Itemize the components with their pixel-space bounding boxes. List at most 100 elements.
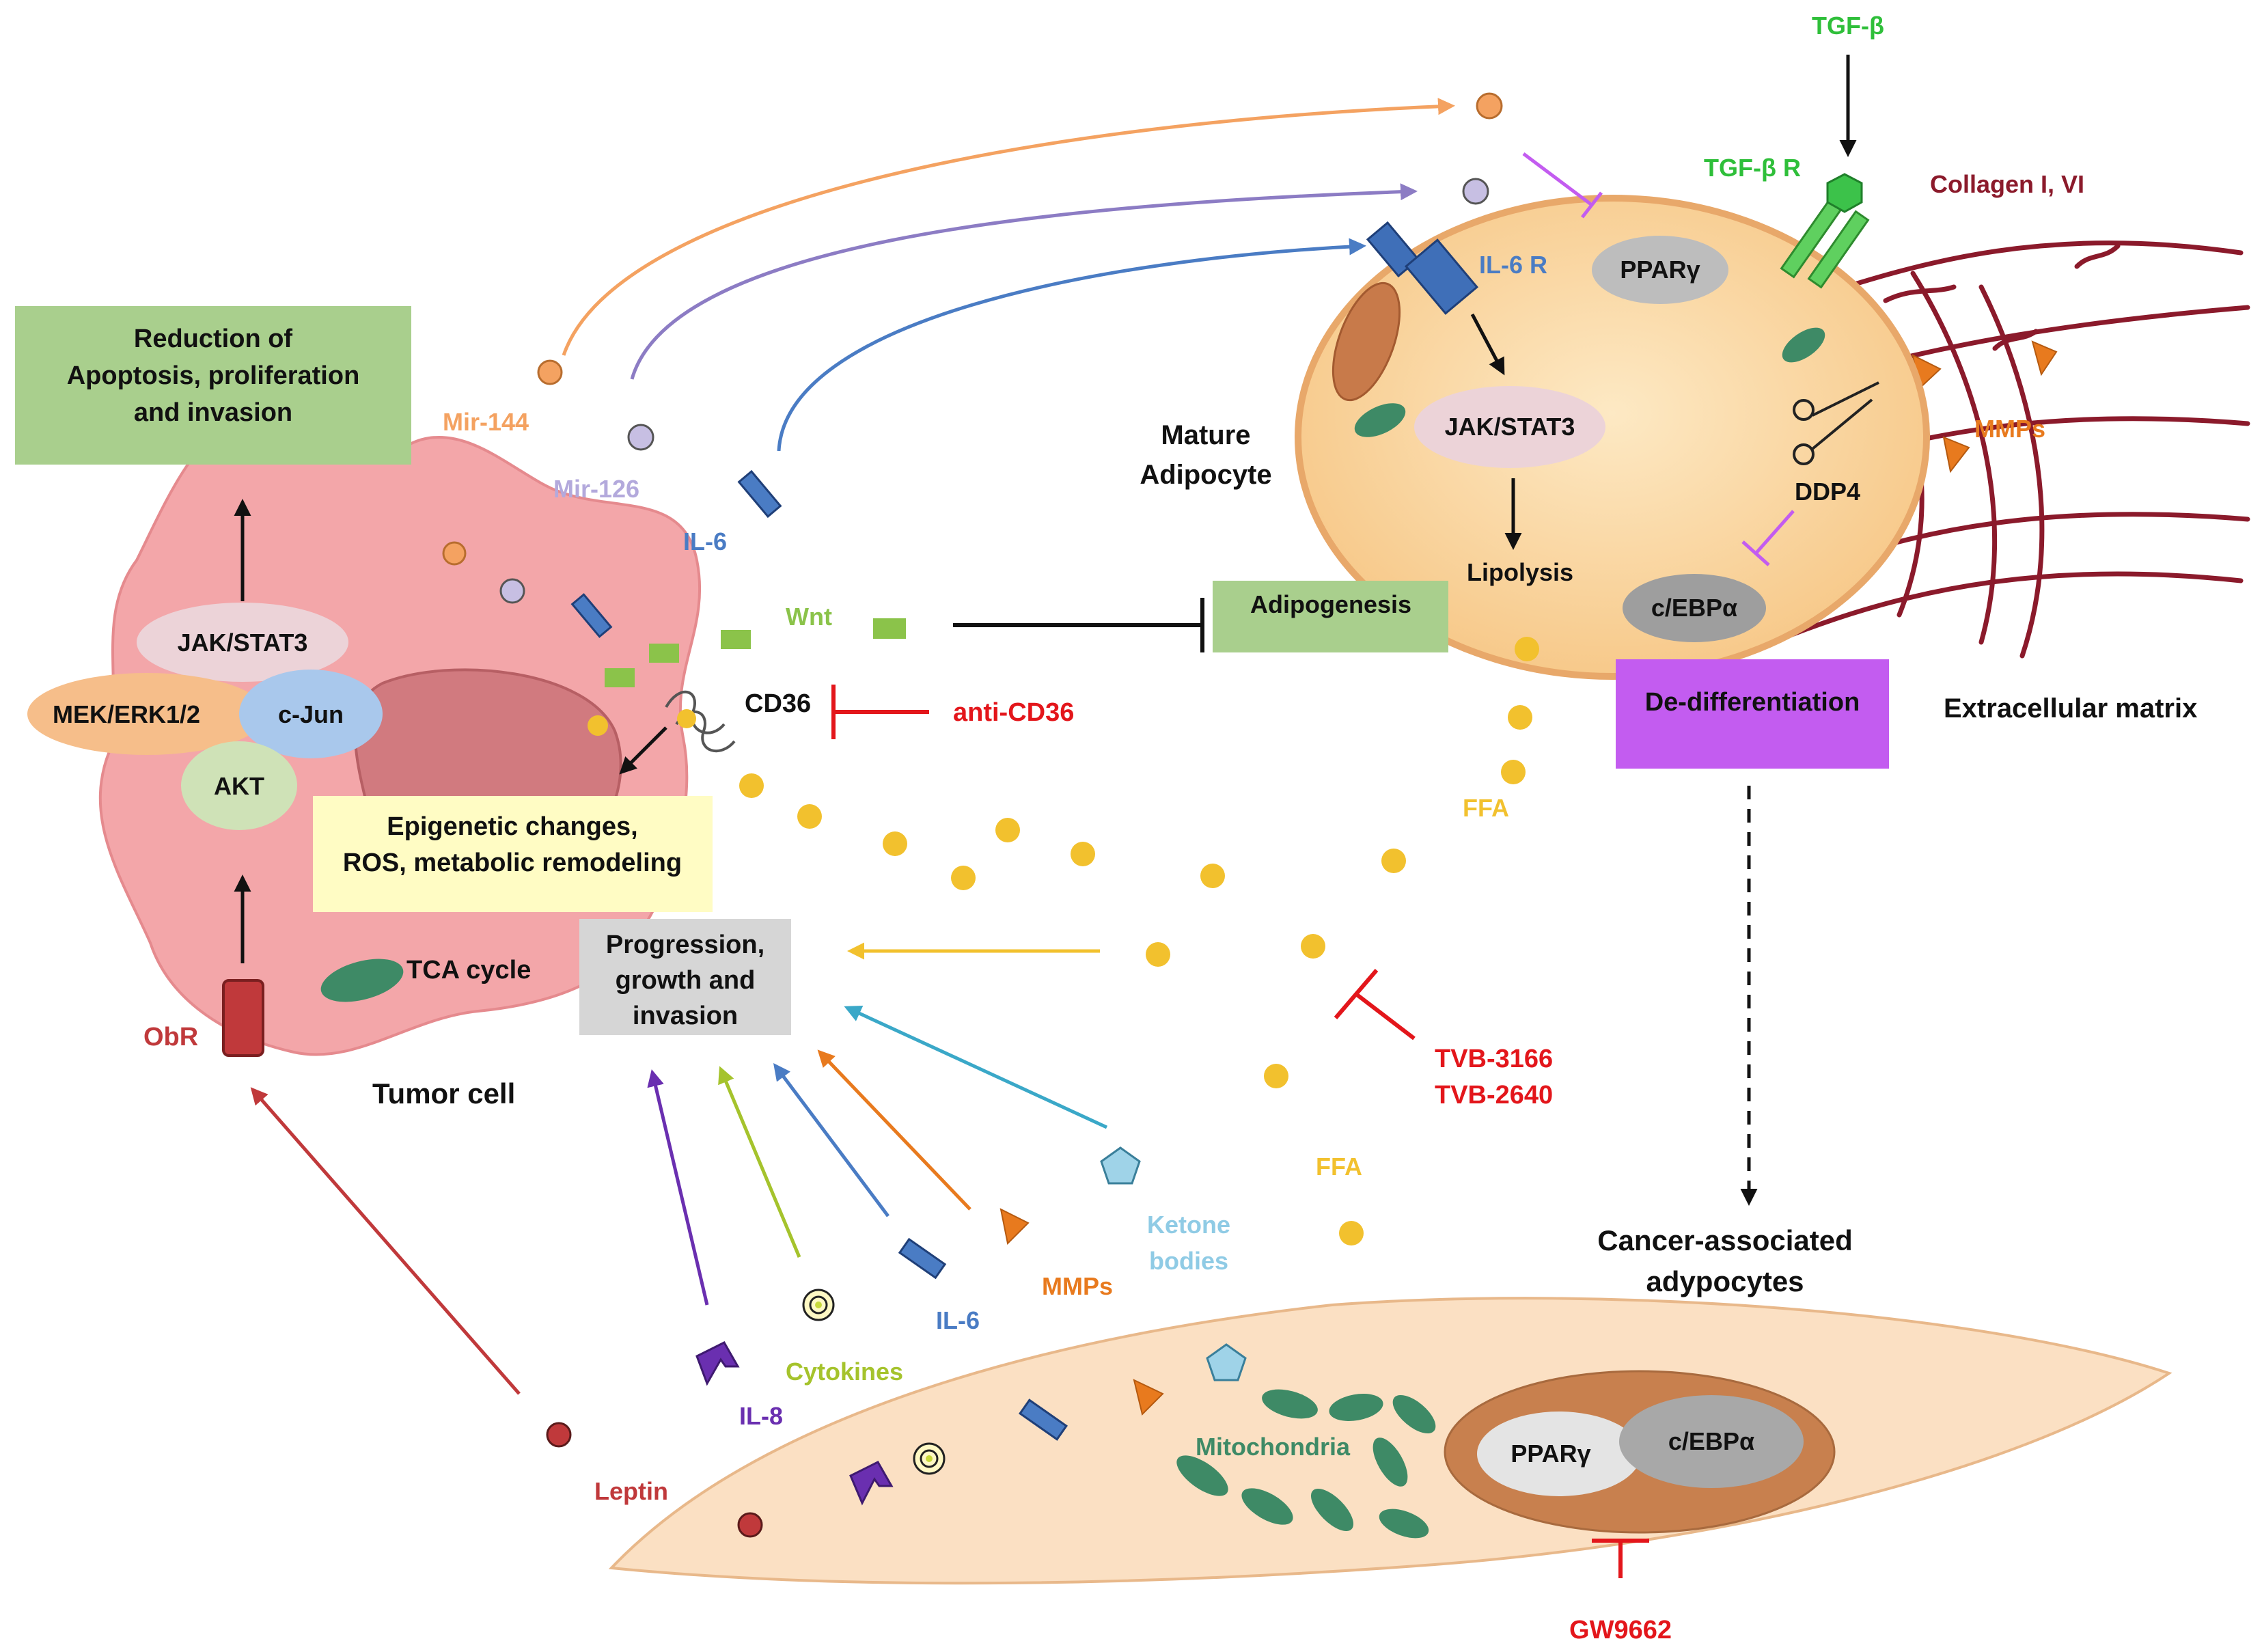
tumor-mitochondrion bbox=[320, 959, 404, 1002]
il6-to-progression-arrow bbox=[773, 1063, 889, 1217]
adipocyte-cebp-bubble bbox=[1623, 574, 1766, 642]
mir144-curve-arrow bbox=[562, 98, 1455, 356]
progression-box bbox=[579, 919, 791, 1035]
caa-ffa-label: FFA bbox=[1316, 1153, 1362, 1181]
caa-mitochondria-label: Mitochondria bbox=[1196, 1433, 1351, 1461]
tumor-mek-bubble bbox=[27, 673, 266, 755]
dedifferentiation-label: De-differentiation bbox=[1645, 688, 1860, 717]
secreted-il6-particle bbox=[737, 469, 782, 519]
il8-chevron-icon bbox=[695, 1341, 740, 1386]
tumor-il6-particle bbox=[570, 593, 613, 638]
ffa-particles bbox=[739, 637, 1539, 1355]
tumor-mir144-particle bbox=[442, 541, 467, 566]
tumor-wnt-particle-3 bbox=[721, 630, 751, 649]
secreted-mir126-particle bbox=[627, 424, 654, 451]
tvb-label-1: TVB-3166 bbox=[1435, 1045, 1553, 1073]
il6r-to-jak-arrow bbox=[1470, 313, 1505, 376]
gw9662-label: GW9662 bbox=[1569, 1616, 1672, 1644]
caa-inner-mmp bbox=[1133, 1379, 1164, 1416]
cytokines-ring-icon bbox=[802, 1289, 835, 1321]
epigenetic-box bbox=[313, 796, 713, 912]
adipocyte-mitochondrion-2 bbox=[1782, 327, 1825, 363]
ketone-pentagon-icon bbox=[1100, 1146, 1141, 1185]
il6-curve-arrow bbox=[777, 238, 1366, 452]
adipocyte-ppar-label: PPARγ bbox=[1620, 256, 1700, 284]
caa-ppar-label: PPARγ bbox=[1511, 1440, 1590, 1468]
tvb-inhibit bbox=[1334, 969, 1416, 1041]
dedifferentiation-box bbox=[1616, 659, 1889, 769]
leptin-label: Leptin bbox=[594, 1477, 668, 1505]
caa-mitochondria bbox=[1176, 1389, 1436, 1539]
tumor-mek-label: MEK/ERK1/2 bbox=[53, 700, 200, 728]
adipocyte-lipolysis-label: Lipolysis bbox=[1467, 558, 1573, 586]
tumor-akt-bubble bbox=[181, 741, 297, 830]
obr-receptor-icon bbox=[222, 979, 264, 1057]
reduction-line3: and invasion bbox=[134, 398, 292, 427]
adipocyte-mitochondrion-1 bbox=[1354, 403, 1406, 437]
mature-adipocyte-cell bbox=[1295, 195, 1930, 680]
secreted-mir144-particle bbox=[537, 359, 563, 385]
gw9662-inhibit bbox=[1592, 1539, 1649, 1578]
caa-cell-body bbox=[608, 1297, 2173, 1585]
caa-il6-icon bbox=[898, 1237, 947, 1280]
ketone-label-1: Ketone bbox=[1147, 1211, 1230, 1239]
tvb-label-2: TVB-2640 bbox=[1435, 1081, 1553, 1110]
leptin-to-obr-arrow bbox=[250, 1087, 521, 1395]
secreted-wnt-particle bbox=[873, 618, 906, 639]
tumor-title: Tumor cell bbox=[372, 1077, 515, 1110]
reduction-line1: Reduction of bbox=[134, 325, 293, 353]
adipocyte-ppar-bubble bbox=[1592, 236, 1728, 304]
caa-mmps-label: MMPs bbox=[1042, 1272, 1113, 1300]
leptin-particle bbox=[546, 1422, 572, 1448]
ecm-title: Extracellular matrix bbox=[1944, 693, 2197, 724]
epigenetic-line2: ROS, metabolic remodeling bbox=[343, 849, 682, 877]
cd36-bound-ffa bbox=[677, 709, 696, 728]
caa-inner-cytokine bbox=[913, 1442, 946, 1475]
progression-line3: invasion bbox=[633, 1002, 738, 1030]
ddp4-inhibit-cebp bbox=[1741, 510, 1795, 566]
ketone-label-2: bodies bbox=[1149, 1247, 1228, 1275]
mir126-label: Mir-126 bbox=[553, 475, 639, 503]
caa-cebp-bubble bbox=[1619, 1395, 1804, 1488]
tumor-tca-label: TCA cycle bbox=[406, 956, 531, 985]
tumor-jak-bubble bbox=[137, 603, 348, 682]
il6r-label: IL-6 R bbox=[1479, 251, 1547, 279]
cytokines-label: Cytokines bbox=[786, 1358, 903, 1386]
reduction-line2: Apoptosis, proliferation bbox=[67, 361, 360, 390]
cd36-label: CD36 bbox=[745, 689, 811, 718]
adipocyte-ffa-label: FFA bbox=[1463, 794, 1509, 822]
arrived-mir126-particle bbox=[1462, 178, 1489, 205]
wnt-label: Wnt bbox=[786, 603, 832, 631]
tgfbr-label: TGF-β R bbox=[1704, 154, 1801, 182]
adipocyte-jak-bubble bbox=[1414, 386, 1605, 468]
anti-cd36-inhibit bbox=[831, 685, 929, 739]
mir126-curve-arrow bbox=[630, 183, 1418, 380]
adipocyte-cebp-label: c/EBPα bbox=[1651, 594, 1737, 622]
tgfb-receptor-icon bbox=[1780, 173, 1870, 289]
adipocyte-title-line1: Mature bbox=[1161, 420, 1250, 450]
epigenetic-line1: Epigenetic changes, bbox=[387, 812, 637, 841]
ddp4-label: DDP4 bbox=[1795, 478, 1860, 506]
tumor-cjun-label: c-Jun bbox=[278, 700, 344, 728]
caa-inner-il6 bbox=[1018, 1399, 1068, 1441]
progression-line1: Progression, bbox=[606, 931, 764, 959]
wnt-inhibit-adipogenesis bbox=[953, 598, 1204, 652]
caa-inner-il8 bbox=[849, 1461, 894, 1506]
caa-inner-leptin bbox=[737, 1512, 763, 1538]
il6-label: IL-6 bbox=[683, 527, 727, 555]
tumor-wnt-particle-1 bbox=[605, 668, 635, 687]
il6-receptor-icon bbox=[1366, 221, 1479, 315]
il8-label: IL-8 bbox=[739, 1402, 783, 1430]
tumor-wnt-particle-2 bbox=[649, 644, 679, 663]
caa-cebp-label: c/EBPα bbox=[1668, 1427, 1754, 1455]
caa-title-line1: Cancer-associated bbox=[1597, 1224, 1853, 1256]
progression-line2: growth and bbox=[616, 966, 756, 995]
adipogenesis-label: Adipogenesis bbox=[1250, 590, 1411, 618]
mir144-label: Mir-144 bbox=[443, 408, 529, 436]
caa-il6-label: IL-6 bbox=[936, 1306, 980, 1334]
caa-ppar-bubble bbox=[1477, 1412, 1641, 1496]
ecm-mmps-label: MMPs bbox=[1974, 415, 2045, 443]
ddp4-scissors-icon bbox=[1793, 381, 1879, 465]
caa-inner-ketone bbox=[1206, 1343, 1247, 1381]
